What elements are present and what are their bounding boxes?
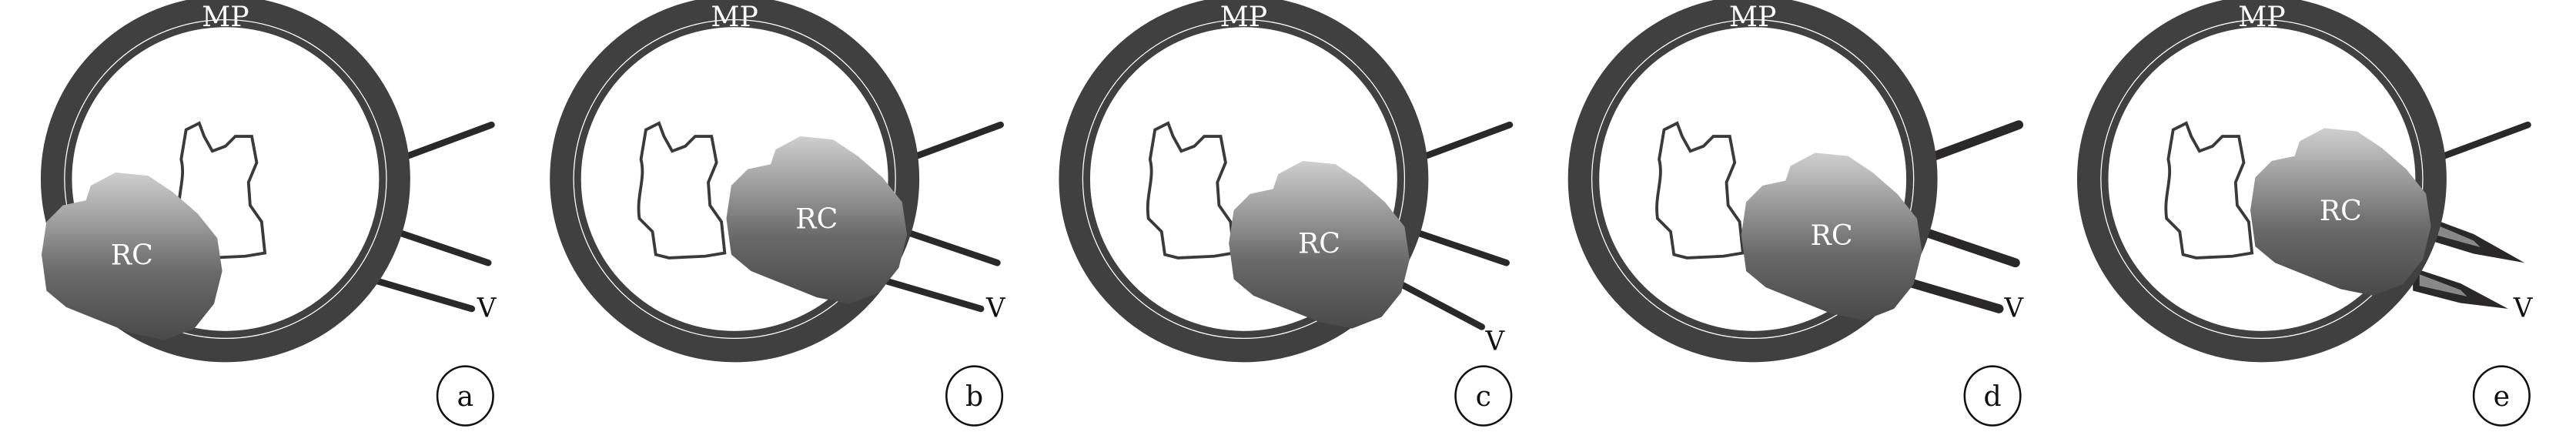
rc-mass: RC [1229, 161, 1410, 329]
rc-blob [726, 136, 908, 304]
lumen-outline [637, 121, 727, 260]
panel-b: MP RC Vb [550, 0, 1006, 427]
panel-letter-circle [2472, 365, 2531, 427]
panel-letter: e [2494, 380, 2510, 413]
ring-inner-line [573, 18, 896, 340]
rc-mass: RC [1741, 152, 1922, 320]
vessel-tumor-fill [2419, 274, 2467, 297]
mp-label: MP [711, 0, 758, 33]
muscularis-propria-ring [550, 0, 920, 363]
vessel-3 [373, 277, 476, 313]
vessel-2 [1401, 225, 1510, 266]
v-label: V [1484, 326, 1505, 357]
vessel-3 [1899, 276, 2004, 313]
ring-inner-line [64, 18, 387, 340]
v-label: V [477, 293, 497, 324]
rc-mass: RC [41, 172, 222, 340]
panel-letter: a [457, 380, 474, 413]
vessel-3 [882, 277, 985, 313]
panel-letter: b [965, 380, 983, 413]
panel-c: MP RC Vc [1059, 0, 1514, 427]
rc-label: RC [1811, 219, 1853, 252]
rc-blob [1229, 161, 1410, 329]
lumen-outline [2164, 121, 2254, 260]
lumen-outline [1655, 121, 1745, 260]
panel-e: MP RC Ve [2077, 0, 2534, 427]
mp-label: MP [1729, 0, 1777, 33]
panel-a: MP RC Va [40, 0, 497, 427]
lumen-outline [1146, 121, 1236, 260]
lumen-outline [177, 121, 267, 260]
rc-blob [2250, 128, 2431, 296]
rc-blob [1741, 152, 1922, 320]
vessel-invaded-2 [2422, 215, 2525, 263]
ring-inner-line [2100, 18, 2424, 340]
panel-letter: c [1476, 380, 1491, 413]
panel-d: MP RC Vd [1567, 0, 2025, 427]
vessel-2 [383, 225, 492, 266]
panel-letter: d [1983, 380, 2001, 413]
rc-mass: RC [726, 136, 908, 304]
v-label: V [985, 293, 1006, 324]
panel-letter-circle [1963, 365, 2022, 427]
mp-label: MP [2238, 0, 2286, 33]
rc-label: RC [111, 238, 153, 271]
rc-label: RC [1298, 226, 1340, 260]
muscularis-propria-ring [40, 0, 410, 363]
panel-letter-circle [436, 365, 494, 427]
muscularis-propria-ring [2077, 0, 2447, 363]
rc-label: RC [2320, 194, 2362, 227]
vessel-2 [1909, 223, 2020, 268]
panel-letter-circle [1454, 365, 1513, 427]
rc-label: RC [795, 202, 838, 235]
v-label: V [2513, 293, 2534, 324]
rc-mass: RC [2250, 128, 2431, 296]
vessel-invaded-3 [2413, 267, 2508, 310]
muscularis-propria-ring [1567, 0, 1938, 363]
rc-blob [41, 172, 222, 340]
mp-label: MP [1220, 0, 1268, 33]
mp-label: MP [202, 0, 249, 33]
ring-inner-line [1591, 18, 1915, 340]
muscularis-propria-ring [1059, 0, 1429, 363]
panel-letter-circle [945, 365, 1004, 427]
vessel-tumor-fill [2429, 221, 2481, 248]
vessel-2 [892, 225, 1001, 266]
ring-inner-line [1082, 18, 1406, 340]
v-label: V [2004, 293, 2025, 324]
vessel-3 [1391, 277, 1485, 330]
